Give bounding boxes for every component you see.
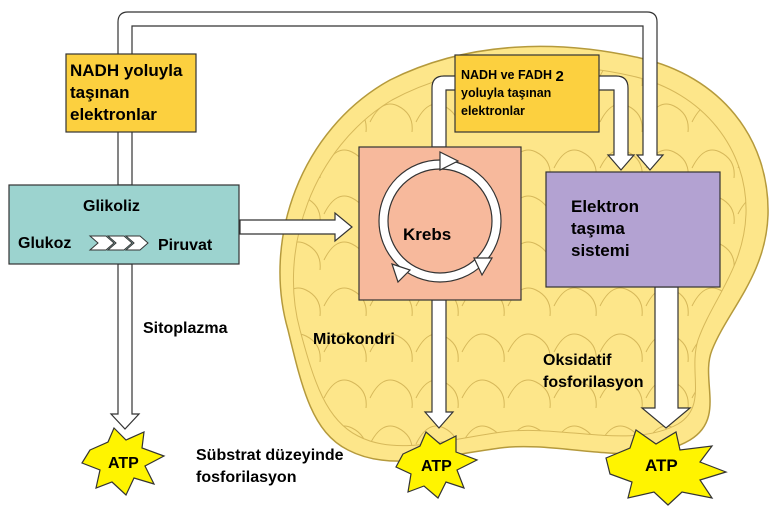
- glycolysis-atp-arrow: [109, 263, 141, 430]
- atp-left-label: ATP: [108, 455, 139, 472]
- glycolysis-output: Piruvat: [158, 237, 213, 254]
- atp-right-label: ATP: [645, 456, 678, 475]
- atp-star-middle: [395, 431, 479, 499]
- krebs-arrowhead-left: [391, 263, 412, 284]
- etc-atp-arrow: [640, 286, 692, 429]
- glycolysis-title: Glikoliz: [83, 198, 140, 215]
- fadh-subscript: 2: [555, 68, 564, 85]
- atp-star-left: [81, 426, 166, 496]
- glycolysis-box: [8, 184, 240, 265]
- chevron-icon: [88, 235, 115, 251]
- nadh-fadh-box: [454, 54, 600, 133]
- krebs-arrowhead-right: [473, 257, 494, 277]
- atp-middle-label: ATP: [421, 458, 452, 475]
- nadh-cytosol-box: [65, 53, 197, 133]
- nadh-fadh-line2: yoluyla taşınan: [461, 86, 552, 100]
- nadh-cytosol-label: NADH yoluyla taşınan elektronlar: [70, 61, 183, 124]
- krebs-to-etc-arrow: [431, 75, 636, 171]
- glycolysis-input: Glukoz: [18, 235, 72, 252]
- krebs-arrowhead-top: [439, 151, 460, 171]
- atp-star-right: [605, 429, 728, 506]
- etc-label: Elektron taşıma sistemi: [571, 197, 640, 260]
- krebs-atp-arrow: [423, 299, 455, 429]
- chevron-icon: [106, 235, 133, 251]
- nadh-fadh-label: NADH ve FADH 2 yoluyla taşınan elektronl…: [461, 66, 564, 120]
- oxidative-label: Oksidatif fosforilasyon: [543, 352, 644, 391]
- nadh-transport-arrow: [117, 11, 665, 186]
- chevron-icon: [124, 235, 149, 251]
- krebs-label: Krebs: [403, 225, 452, 244]
- mitochondrion-label: Mitokondri: [313, 331, 395, 348]
- cytoplasm-label: Sitoplazma: [143, 320, 228, 337]
- etc-box: [545, 171, 721, 288]
- substrate-level-label: Sübstrat düzeyinde fosforilasyon: [196, 447, 344, 486]
- nadh-fadh-line3: elektronlar: [461, 104, 525, 118]
- nadh-fadh-line1: NADH ve FADH: [461, 68, 552, 82]
- glycolysis-to-krebs-arrow: [239, 211, 353, 243]
